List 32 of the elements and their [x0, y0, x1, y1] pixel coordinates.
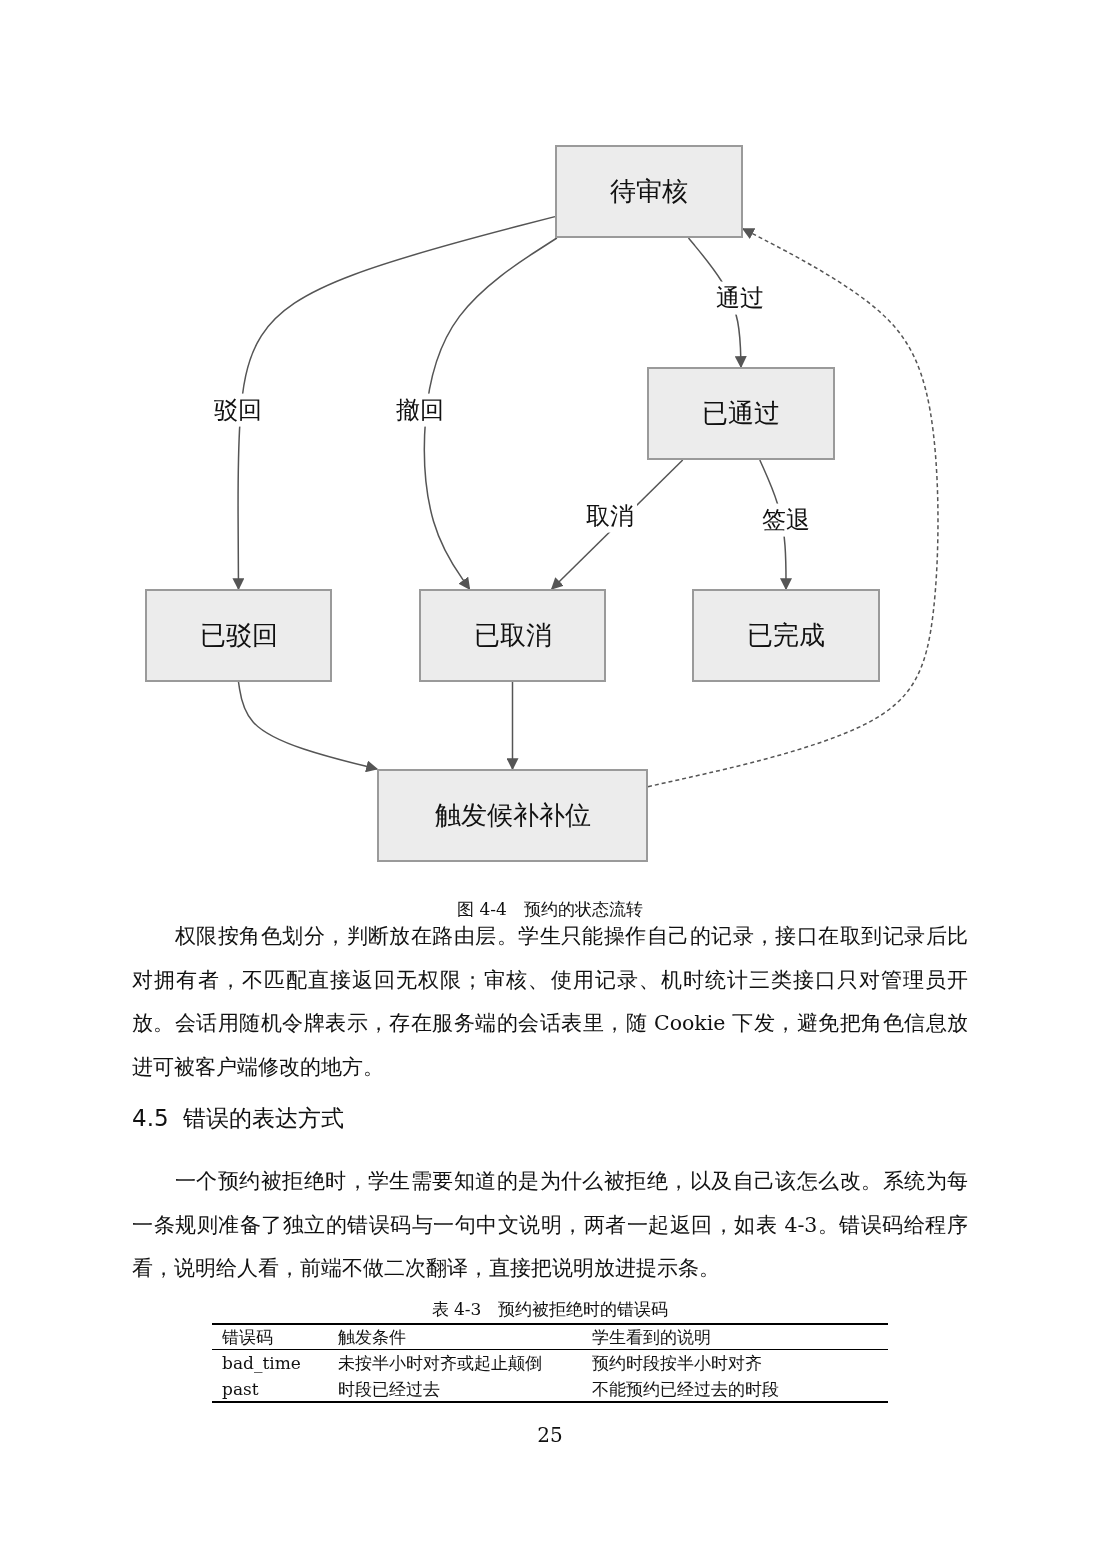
arrow [237, 681, 379, 773]
paragraph-text: 权限按角色划分，判断放在路由层。学生只能操作自己的记录，接口在取到记录后比对拥有者，不匹配直接返回无权限；审核、使用记录、机时统计三类接口只对管理员开放。会话用随机令牌表示，存在服务端的会话表里，随 Cookie 下发，避免把角色信息放进可被客户端修改的地方。 [132, 923, 968, 1081]
state-label: 触发候补补位 [434, 799, 591, 832]
page-number: 25 [536, 1423, 564, 1447]
table-cell: 学生看到的说明 [592, 1326, 711, 1348]
figure-caption: 图 4-4 预约的状态流转 [456, 898, 644, 921]
state-label: 已通过 [702, 397, 780, 430]
state-box [692, 589, 880, 682]
paragraph-text: 一个预约被拒绝时，学生需要知道的是为什么被拒绝，以及自己该怎么改。系统为每一条规则准备了独立的错误码与一句中文说明，两者一起返回，如表 4-3。错误码给程序看，说明给人看，前端不做二次翻译，直接把说明放进提示条。 [132, 1168, 968, 1282]
arrow [506, 681, 519, 771]
state-box [145, 589, 332, 682]
table-caption: 表 4-3 预约被拒绝时的错误码 [430, 1298, 670, 1321]
arrow [232, 215, 556, 591]
table-cell: bad_time [222, 1352, 301, 1374]
state-box [419, 589, 606, 682]
state-label: 待审核 [610, 175, 688, 208]
state-box [647, 367, 835, 460]
table-cell: 错误码 [222, 1326, 273, 1348]
table-cell: 未按半小时对齐或起止颠倒 [338, 1352, 542, 1374]
state-box [555, 145, 743, 238]
table-cell: 预约时段按半小时对齐 [592, 1352, 762, 1374]
state-label: 已完成 [747, 619, 825, 652]
table-cell: 触发条件 [338, 1326, 406, 1348]
state-label: 已取消 [473, 619, 552, 652]
state-label: 已驳回 [199, 619, 278, 652]
arrow [423, 237, 558, 590]
state-box [377, 769, 648, 862]
table-cell: 时段已经过去 [338, 1378, 440, 1400]
dashed-arrow [647, 227, 939, 788]
table-cell: past [222, 1378, 259, 1400]
section-heading: 4.5 错误的表达方式 [132, 1104, 345, 1133]
table-cell: 不能预约已经过去的时段 [592, 1378, 779, 1400]
